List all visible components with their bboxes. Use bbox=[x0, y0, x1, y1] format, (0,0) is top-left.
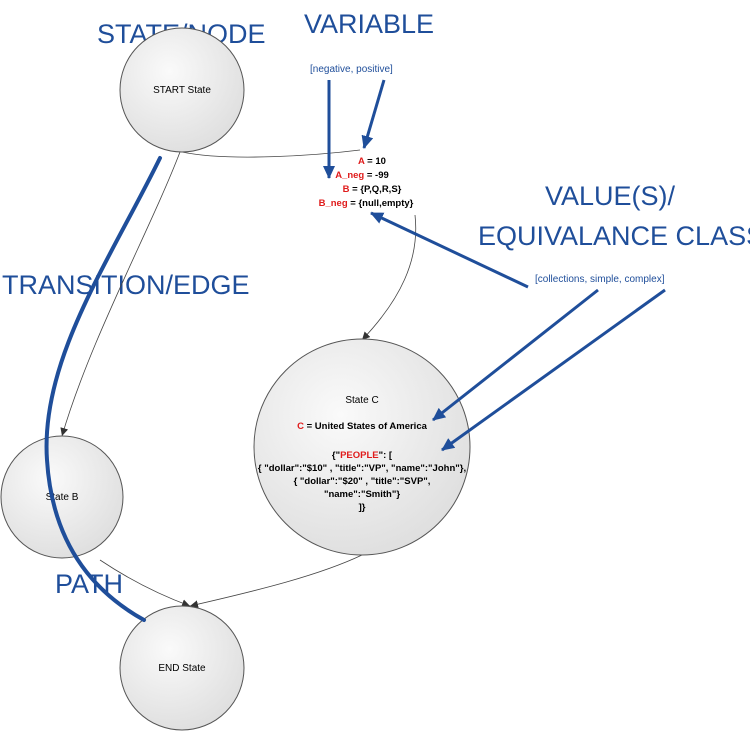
value-arrow-state-c-variable bbox=[432, 288, 599, 422]
edge-variables-to-state-c bbox=[361, 214, 417, 341]
value-title-line1: VALUE(S)/ bbox=[545, 181, 676, 211]
value-title-line2: EQUIVALANCE CLASS bbox=[478, 221, 750, 251]
edge-state-b-to-end bbox=[99, 559, 191, 608]
edge-start-to-state-b bbox=[60, 151, 181, 437]
node-state-b-label: State B bbox=[46, 492, 79, 503]
state-c-variable: C = United States of America bbox=[297, 421, 428, 432]
value-arrow-variables bbox=[370, 211, 529, 289]
variable-row-a: A = 10 bbox=[358, 156, 386, 167]
variable-label: VARIABLE bbox=[304, 9, 434, 39]
state-c-json-open: {"PEOPLE": [ bbox=[332, 450, 393, 461]
variable-row-b: B = {P,Q,R,S} bbox=[343, 184, 402, 195]
value-range-label: [collections, simple, complex] bbox=[535, 274, 665, 285]
node-end bbox=[119, 605, 245, 731]
node-end-label: END State bbox=[158, 663, 206, 674]
state-c-json-line1: { "dollar":"$10" , "title":"VP", "name":… bbox=[258, 463, 466, 474]
node-state-b bbox=[0, 435, 124, 559]
state-c-content: C = United States of America {"PEOPLE": … bbox=[258, 421, 466, 513]
variable-row-a-neg: A_neg = -99 bbox=[335, 170, 389, 181]
state-c-json-line3: "name":"Smith"} bbox=[324, 489, 400, 500]
state-c-json-line4: ]} bbox=[359, 502, 366, 513]
path-curve bbox=[44, 156, 162, 622]
variable-arrow-right bbox=[361, 79, 386, 149]
node-start-label: START State bbox=[153, 85, 211, 96]
edge-start-to-variables bbox=[181, 149, 361, 158]
node-start bbox=[119, 27, 245, 153]
variables-block: A = 10 A_neg = -99 B = {P,Q,R,S} B_neg =… bbox=[319, 156, 414, 209]
node-state-c-label: State C bbox=[345, 395, 378, 406]
node-state-c bbox=[253, 338, 471, 556]
value-arrow-state-c-json bbox=[441, 288, 666, 452]
edge-state-c-to-end bbox=[189, 554, 363, 609]
variable-row-b-neg: B_neg = {null,empty} bbox=[319, 198, 414, 209]
variable-range-label: [negative, positive] bbox=[310, 64, 393, 75]
state-c-json-line2: { "dollar":"$20" , "title":"SVP", bbox=[294, 476, 431, 487]
